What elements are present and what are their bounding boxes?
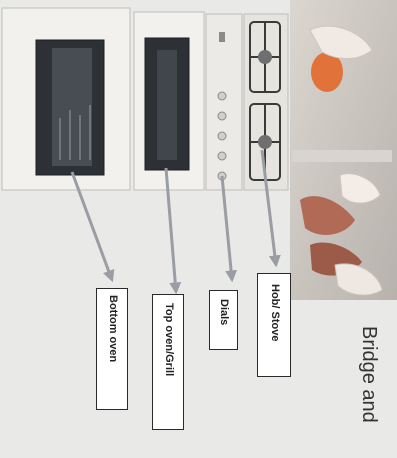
- burner-icon: [258, 50, 272, 64]
- arrow-dials: [222, 176, 232, 280]
- photo-divider: [292, 150, 392, 162]
- label-box-dials: Dials: [209, 290, 238, 350]
- label-box-top-oven-grill: Top oven/Grill: [152, 294, 184, 430]
- label-box-hob-stove: Hob/ Stove: [257, 273, 291, 377]
- cooking-photo: [290, 0, 397, 300]
- cooker-image: [2, 8, 288, 190]
- label-hob-stove: Hob/ Stove: [269, 284, 281, 341]
- dial-icon: [218, 112, 226, 120]
- dial-icon: [218, 132, 226, 140]
- bottom-oven-glass-shine: [52, 48, 92, 166]
- burner-icon: [258, 135, 272, 149]
- dial-icon: [218, 152, 226, 160]
- page-title: Bridge and: [357, 326, 380, 423]
- label-box-bottom-oven: Bottom oven: [96, 288, 128, 410]
- dial-icon: [218, 92, 226, 100]
- label-bottom-oven: Bottom oven: [107, 295, 119, 362]
- top-oven-glass-shine: [157, 50, 177, 160]
- indicator-light: [219, 32, 225, 42]
- label-dials: Dials: [218, 299, 230, 325]
- label-top-oven-grill: Top oven/Grill: [163, 303, 175, 376]
